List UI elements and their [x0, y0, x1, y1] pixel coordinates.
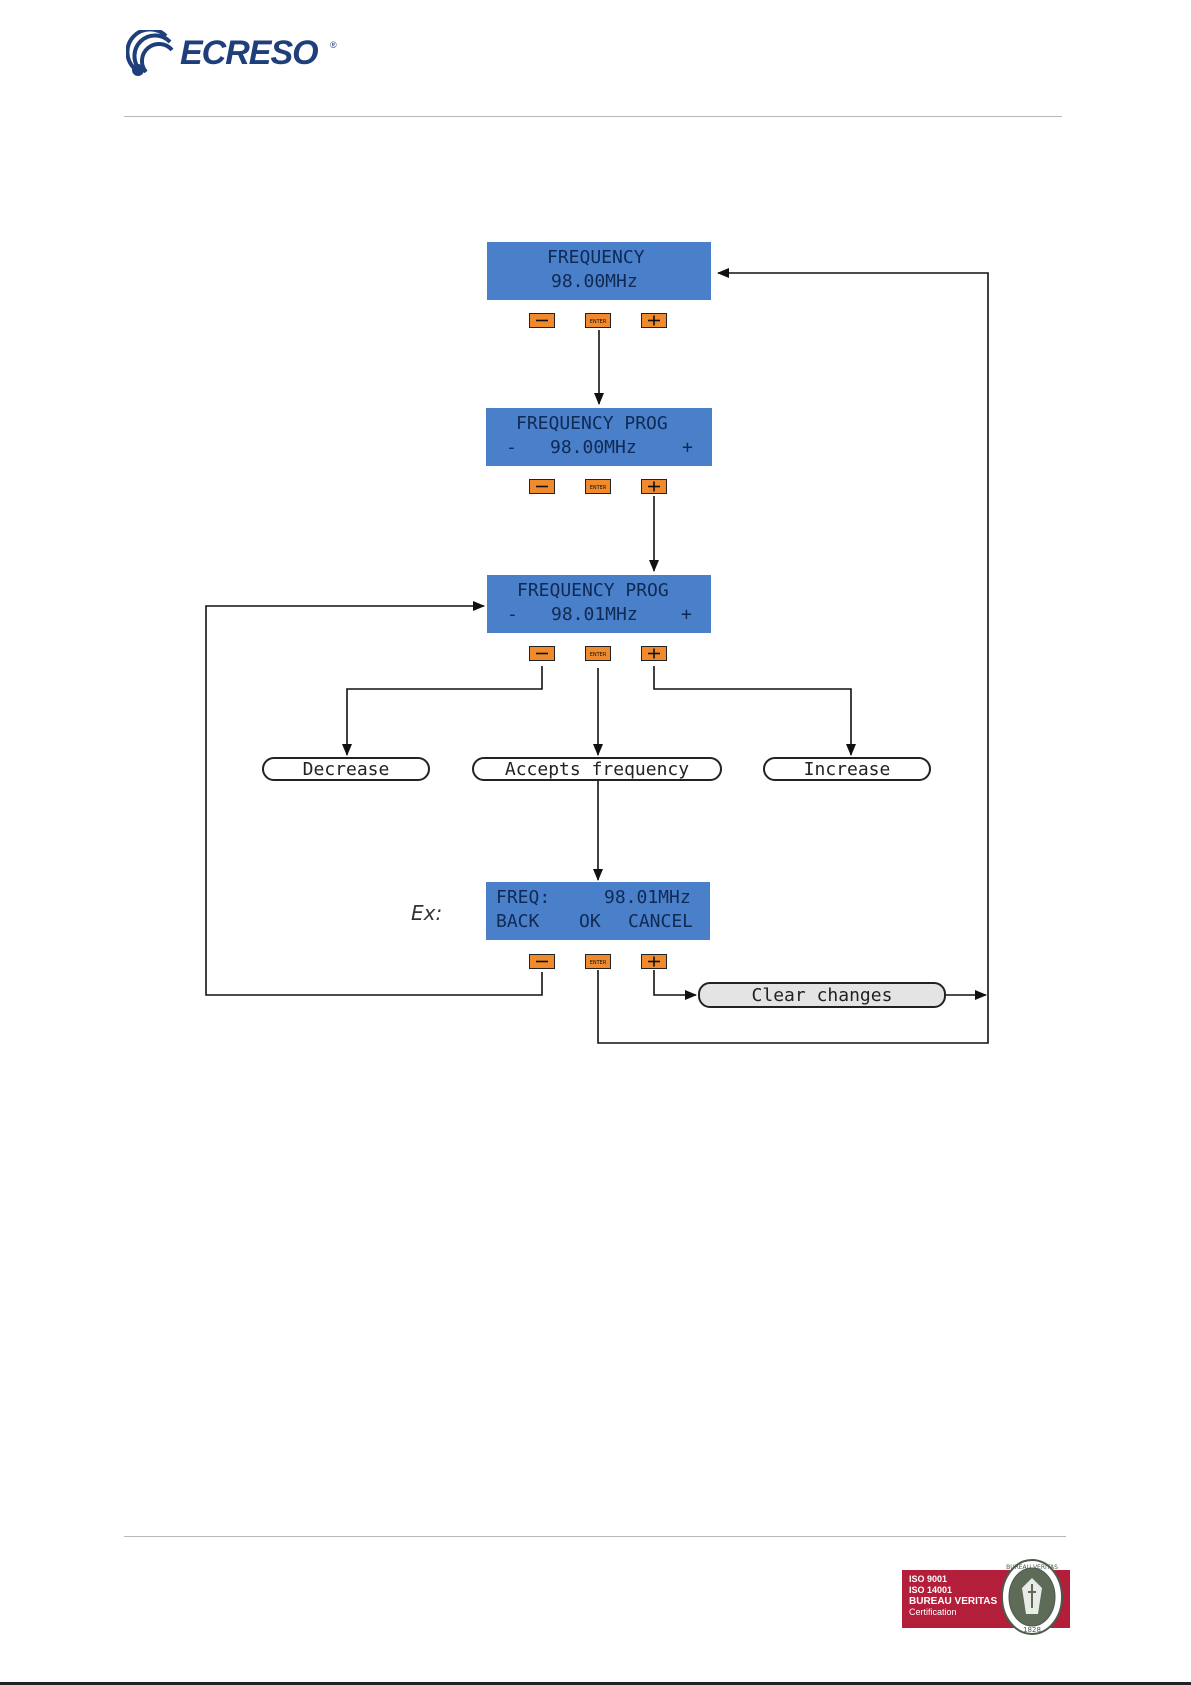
lcd-line-2: 98.00MHz — [551, 271, 638, 293]
enter-button[interactable]: ENTER — [585, 479, 611, 494]
minus-button[interactable] — [529, 479, 555, 494]
lcd-freq-value: 98.01MHz — [604, 887, 691, 909]
svg-text:ENTER: ENTER — [590, 485, 607, 491]
button-row-2: ENTER — [529, 479, 669, 495]
button-row-1: ENTER — [529, 313, 669, 329]
lcd-frequency-value: 98.00MHz — [550, 437, 637, 459]
plus-button[interactable] — [641, 954, 667, 969]
plus-button[interactable] — [641, 646, 667, 661]
lcd-back-option: BACK — [496, 911, 539, 933]
bureau-veritas-label: BUREAU VERITAS — [909, 1596, 997, 1607]
clear-changes-action: Clear changes — [698, 982, 946, 1008]
frequency-flow-diagram: FREQUENCY 98.00MHz ENTER FREQUENCY PROG … — [0, 0, 1191, 1100]
minus-button[interactable] — [529, 954, 555, 969]
button-row-4: ENTER — [529, 954, 669, 970]
enter-button[interactable]: ENTER — [585, 313, 611, 328]
lcd-ok-option: OK — [579, 911, 601, 933]
lcd-screen-frequency-prog-edited: FREQUENCY PROG - 98.01MHz + — [487, 575, 711, 633]
lcd-line-1: FREQUENCY PROG — [516, 413, 668, 435]
iso-9001-label: ISO 9001 — [909, 1574, 997, 1585]
plus-button[interactable] — [641, 479, 667, 494]
accept-frequency-action: Accepts frequency — [472, 757, 722, 781]
svg-text:ENTER: ENTER — [590, 960, 607, 966]
svg-text:ENTER: ENTER — [590, 652, 607, 658]
minus-button[interactable] — [529, 646, 555, 661]
lcd-minus-indicator: - — [507, 604, 518, 626]
lcd-screen-confirm: FREQ: 98.01MHz BACK OK CANCEL — [486, 882, 710, 940]
example-label: Ex: — [411, 901, 442, 925]
lcd-plus-indicator: + — [681, 604, 692, 626]
lcd-screen-frequency-prog: FREQUENCY PROG - 98.00MHz + — [486, 408, 712, 466]
lcd-cancel-option: CANCEL — [628, 911, 693, 933]
svg-text:ENTER: ENTER — [590, 319, 607, 325]
certification-text: ISO 9001 ISO 14001 BUREAU VERITAS Certif… — [909, 1574, 997, 1618]
enter-button[interactable]: ENTER — [585, 646, 611, 661]
lcd-minus-indicator: - — [506, 437, 517, 459]
minus-button[interactable] — [529, 313, 555, 328]
certification-label: Certification — [909, 1607, 997, 1618]
iso-14001-label: ISO 14001 — [909, 1585, 997, 1596]
bureau-veritas-seal-icon: BUREAU VERITAS 1828 — [1000, 1558, 1064, 1636]
lcd-plus-indicator: + — [682, 437, 693, 459]
certification-badge: ISO 9001 ISO 14001 BUREAU VERITAS Certif… — [902, 1558, 1070, 1636]
enter-button[interactable]: ENTER — [585, 954, 611, 969]
lcd-frequency-value: 98.01MHz — [551, 604, 638, 626]
svg-text:BUREAU VERITAS: BUREAU VERITAS — [1006, 1564, 1058, 1571]
lcd-line-1: FREQUENCY PROG — [517, 580, 669, 602]
lcd-screen-frequency: FREQUENCY 98.00MHz — [487, 242, 711, 300]
footer-rule — [124, 1536, 1066, 1537]
svg-text:1828: 1828 — [1023, 1626, 1041, 1634]
decrease-action: Decrease — [262, 757, 430, 781]
plus-button[interactable] — [641, 313, 667, 328]
increase-action: Increase — [763, 757, 931, 781]
button-row-3: ENTER — [529, 646, 669, 662]
lcd-line-1: FREQUENCY — [547, 247, 645, 269]
lcd-freq-label: FREQ: — [496, 887, 550, 909]
